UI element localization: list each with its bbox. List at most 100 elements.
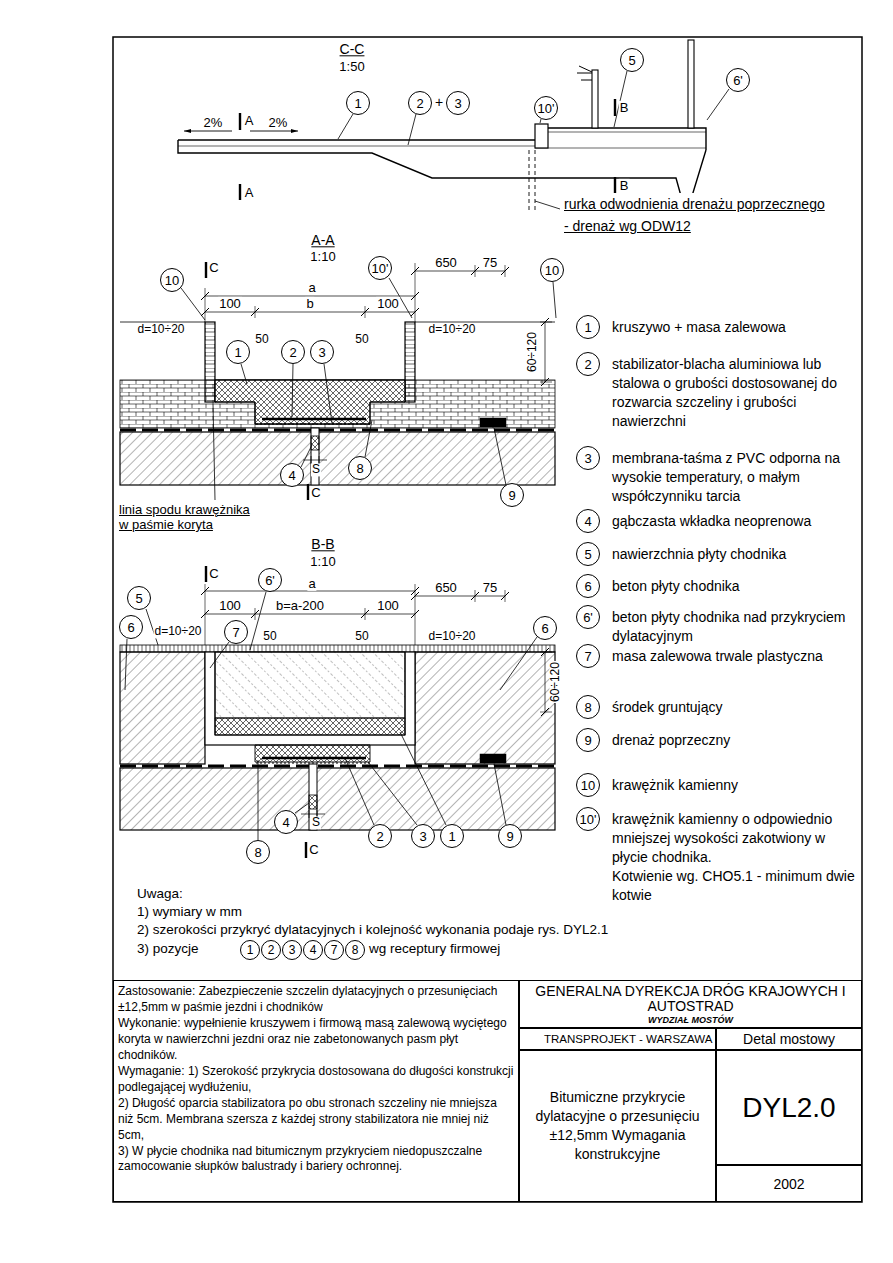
note-heading: Uwaga: [136, 887, 184, 902]
callout-circle: 6' [258, 568, 282, 592]
callout-circle: 2 [576, 352, 600, 376]
legend-item: 4gąbczasta wkładka neoprenowa [576, 509, 600, 533]
callout-number: 8 [254, 846, 261, 859]
leader-note: rurka odwodnienia drenażu poprzecznego -… [563, 193, 830, 237]
note: 3) pozycje [136, 942, 200, 957]
callout-number: 10 [581, 779, 595, 792]
legend-description: nawierzchnia płyty chodnika [612, 545, 856, 564]
dimension: d=10÷20 [137, 323, 186, 336]
callout-circle: 1 [240, 940, 260, 960]
legend-description: beton płyty chodnika nad przykryciem dyl… [612, 608, 856, 646]
callout-number: 4 [584, 515, 591, 528]
callout-number: 3 [584, 452, 591, 465]
title-block-text: 2002 [773, 1176, 804, 1192]
callout-circle: 8 [345, 940, 365, 960]
dimension: 100 [376, 297, 400, 311]
callout-circle: 6 [533, 616, 557, 640]
section-aa [256, 424, 372, 425]
section-aa [215, 380, 405, 424]
section-cc [548, 128, 706, 150]
callout-circle: 9 [576, 728, 600, 752]
section-cc [592, 70, 598, 128]
authority-cell: GENERALNA DYREKCJA DRÓG KRAJOWYCH I AUTO… [519, 980, 862, 1028]
section-aa [120, 432, 555, 485]
callout-circle: 10 [160, 268, 184, 292]
callout-number: 2 [268, 944, 275, 956]
section-cc [535, 148, 706, 149]
callout-number: 8 [356, 462, 363, 475]
callout-number: 1 [584, 321, 591, 334]
callout-number: 10' [580, 813, 597, 826]
legend-item: 6'beton płyty chodnika nad przykryciem d… [576, 605, 600, 629]
callout-circle: 9 [498, 824, 522, 848]
section-mark: C [310, 486, 321, 500]
callout-circle: 4 [280, 463, 304, 487]
year-cell: 2002 [716, 1165, 862, 1202]
callout-number: 7 [232, 626, 239, 639]
callout-number: 9 [584, 734, 591, 747]
section-bb [120, 652, 205, 764]
legend-description: gąbczasta wkładka neoprenowa [612, 512, 856, 531]
section-cc [240, 99, 615, 200]
section-title: B-B [310, 537, 335, 552]
title-block-text: GENERALNA DYREKCJA DRÓG KRAJOWYCH I AUTO… [520, 984, 861, 1015]
callout-number: 9 [506, 830, 513, 843]
callout-circle: 3 [282, 940, 302, 960]
title-block-text: 3) W płycie chodnika nad bitumicznym prz… [118, 1144, 514, 1176]
dimension: d=10÷20 [428, 630, 477, 643]
leader-note: linia spodu krawężnika w paśmie koryta [118, 502, 256, 532]
title-block-text: Zastosowanie: Zabezpieczenie szczelin dy… [118, 984, 514, 1016]
callout-number: 5 [584, 548, 591, 561]
callout-number: 10' [538, 102, 555, 115]
scale: 1:50 [338, 60, 365, 74]
callout-number: 10' [372, 262, 389, 275]
section-cc [577, 66, 592, 80]
legend-item: 5nawierzchnia płyty chodnika [576, 542, 600, 566]
callout-circle: 1 [226, 340, 250, 364]
callout-circle: 5 [576, 542, 600, 566]
section-mark: A [244, 186, 255, 200]
title-block-text: Wymaganie: 1) Szerokość przykrycia dosto… [118, 1064, 514, 1096]
callout-number: 4 [282, 816, 289, 829]
legend-item: 2stabilizator-blacha aluminiowa lub stal… [576, 352, 600, 376]
section-bb [125, 592, 537, 840]
callout-circle: 7 [576, 644, 600, 668]
section-bb [120, 566, 555, 858]
callout-number: 7 [584, 650, 591, 663]
callout-number: 1 [354, 97, 361, 110]
callout-circle: 2 [408, 91, 432, 115]
section-aa [120, 380, 555, 428]
title-block-text: Bitumiczne przykrycie dylatacyjne o prze… [529, 1088, 707, 1164]
callout-number: 5 [628, 54, 635, 67]
legend-description: membrana-taśma z PVC odporna na wysokie … [612, 449, 856, 506]
callout-number: 6' [733, 74, 743, 87]
callout-number: 6' [583, 611, 593, 624]
callout-circle: 3 [310, 340, 334, 364]
callout-circle: 2 [368, 824, 392, 848]
legend-text: beton płyty chodnika [612, 577, 856, 596]
section-aa [120, 429, 555, 432]
callout-circle: 6' [576, 605, 600, 629]
legend-text: Kotwienie wg. CHO5.1 - minimum dwie kotw… [612, 867, 856, 905]
callout-number: 2 [289, 346, 296, 359]
section-aa [181, 278, 556, 500]
callout-number: 10 [545, 264, 559, 277]
section-title: A-A [310, 233, 335, 248]
section-bb [309, 795, 317, 809]
legend-item: 3membrana-taśma z PVC odporna na wysokie… [576, 446, 600, 470]
scale: 1:10 [309, 555, 336, 569]
callout-circle: 8 [246, 840, 270, 864]
legend-description: stabilizator-blacha aluminiowa lub stalo… [612, 355, 856, 431]
legend-item: 7masa zalewowa trwale plastyczna [576, 644, 600, 668]
company-cell: TRANSPROJEKT - WARSZAWA [519, 1028, 716, 1050]
legend-text: krawężnik kamienny [612, 776, 856, 795]
section-mark: B [619, 101, 630, 115]
section-cc [688, 40, 694, 128]
legend-item: 8środek gruntujący [576, 695, 600, 719]
callout-circle: 6 [119, 615, 143, 639]
legend-text: stabilizator-blacha aluminiowa lub stalo… [612, 355, 856, 431]
title-block-text: TRANSPROJEKT - WARSZAWA [544, 1033, 712, 1045]
callout-circle: 4 [303, 940, 323, 960]
callout-circle: 7 [324, 940, 344, 960]
title-block-text: Detal mostowy [743, 1031, 835, 1047]
